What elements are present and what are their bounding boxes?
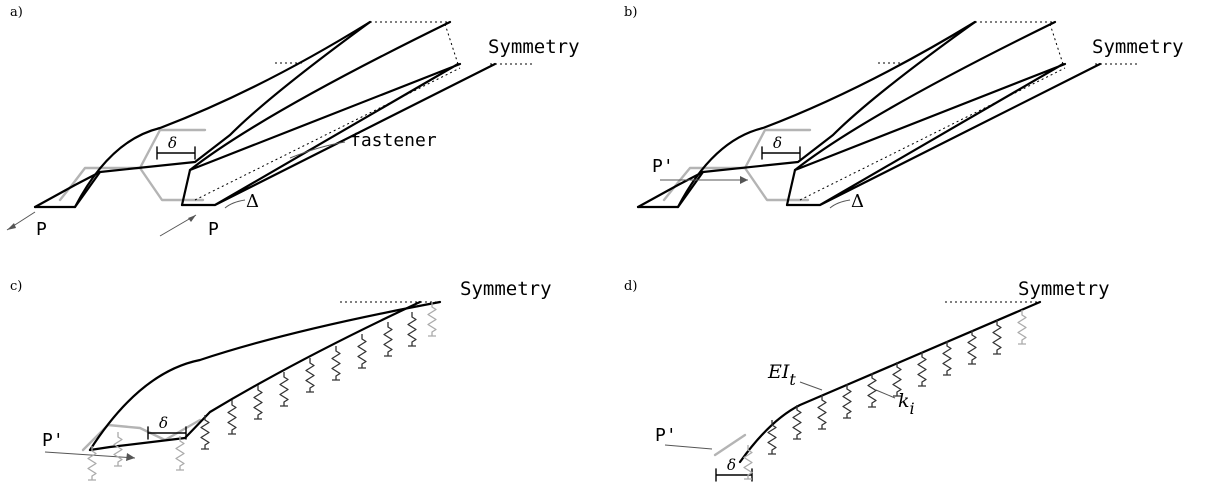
load-label-right-a: P [208, 219, 219, 240]
symmetry-dotted-diag-b [1049, 23, 1064, 65]
load-arrow-c [44, 451, 136, 459]
load-arrow-d [664, 444, 713, 450]
deformed-sheet-top-b [636, 20, 977, 209]
fastener-leader [289, 141, 346, 159]
Delta-label-a: Δ [246, 191, 259, 212]
spring-element-2 [792, 405, 802, 440]
spring-label: ki [898, 390, 915, 418]
undeformed-profile-d [713, 433, 747, 457]
panel-d: d) Symmetry δ P' EIt ki [624, 278, 1110, 482]
spring-element-9 [357, 334, 367, 369]
spring-element-11 [1017, 310, 1027, 345]
spring-element-7 [917, 352, 927, 387]
spring-element-12 [427, 302, 437, 337]
arrowhead-b [740, 176, 748, 184]
delta-label-d: δ [727, 456, 736, 474]
panel-a-label: a) [10, 5, 23, 20]
spring-element-8 [331, 346, 341, 381]
spring-element-9 [967, 330, 977, 365]
symmetry-label-c: Symmetry [460, 278, 552, 300]
arrowhead-right-a [188, 215, 196, 222]
stiffness-label: EIt [767, 361, 796, 389]
load-label-c: P' [42, 430, 64, 451]
Delta-leader-b [829, 199, 851, 209]
spring-element-8 [942, 341, 952, 376]
delta-label-c: δ [159, 414, 168, 432]
flat-sheet-b [785, 62, 1102, 207]
symmetry-label-d: Symmetry [1018, 278, 1110, 300]
symmetry-label-a: Symmetry [488, 36, 580, 58]
delta-dimension-a [156, 146, 196, 160]
deformed-sheet-top-a [33, 20, 372, 209]
arrowhead-left-a [7, 223, 16, 230]
load-label-left-a: P [36, 219, 47, 240]
spring-element-4 [842, 384, 852, 419]
springs-c [87, 302, 437, 481]
flat-sheet-a [180, 62, 497, 207]
undeformed-profile-b [662, 128, 812, 202]
spring-element-1 [767, 420, 777, 455]
spring-element-10 [992, 320, 1002, 355]
delta-dimension-c [147, 426, 187, 440]
deformed-beam-d [738, 300, 1042, 464]
panel-c-label: c) [10, 279, 22, 294]
Delta-leader-a [224, 199, 246, 209]
Delta-label-b: Δ [851, 191, 864, 212]
deformed-sheet-outer-b [676, 20, 977, 209]
delta-label-b: δ [773, 134, 782, 152]
deformed-flange-a [33, 170, 102, 209]
load-label-b: P' [652, 156, 674, 177]
arrowhead-c [126, 453, 135, 461]
deformed-sheet-outer-a [73, 20, 372, 209]
spring-element-5 [253, 385, 263, 420]
panel-b-label: b) [624, 5, 637, 20]
symmetry-dotted-diag [444, 23, 459, 65]
panel-a: a) Symmetry δ fastener Δ P P [6, 5, 580, 240]
spring-element-4 [227, 400, 237, 435]
load-label-d: P' [655, 425, 677, 446]
delta-dimension-b [761, 146, 801, 160]
delta-label-a: δ [168, 134, 177, 152]
deformed-web-a [180, 20, 452, 207]
spring-element-0 [743, 445, 753, 480]
panel-c: c) Symmetry δ P' [10, 278, 552, 481]
spring-element-0 [87, 446, 97, 481]
spring-element-1 [113, 432, 123, 467]
spring-element-6 [892, 362, 902, 397]
fastener-label: fastener [350, 130, 437, 151]
stiffness-leader [799, 381, 823, 391]
panel-d-label: d) [624, 279, 637, 294]
spring-element-3 [200, 415, 210, 450]
spring-element-6 [279, 372, 289, 407]
deformed-web-b [785, 20, 1057, 207]
deformed-sheet-top-c [88, 300, 442, 452]
spring-element-7 [305, 358, 315, 393]
spring-element-5 [867, 373, 877, 408]
deformed-sheet-bottom-c [88, 300, 422, 452]
springs-d [743, 310, 1027, 480]
symmetry-label-b: Symmetry [1092, 36, 1184, 58]
spring-element-3 [817, 395, 827, 430]
deformed-flange-b [636, 170, 705, 209]
spring-element-10 [383, 322, 393, 357]
spring-leader [875, 389, 896, 399]
fastener-line-a [194, 67, 461, 201]
fastener-line-b [799, 67, 1066, 201]
panel-b: b) Symmetry δ Δ P' [624, 5, 1184, 212]
spring-element-2 [175, 436, 185, 471]
spring-element-11 [407, 312, 417, 347]
